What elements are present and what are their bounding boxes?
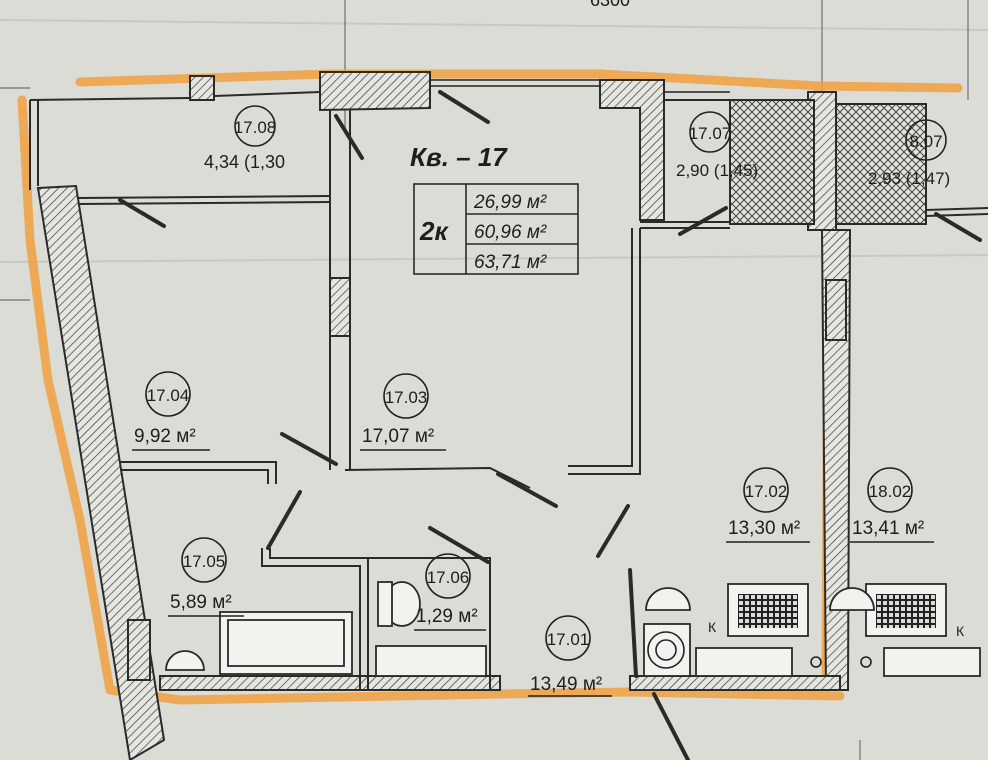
svg-text:17.04: 17.04 bbox=[147, 386, 190, 405]
sink-icon bbox=[165, 650, 205, 671]
room-17-07: 17.07 2,90 (1,45) bbox=[676, 111, 758, 180]
svg-text:1,29 м²: 1,29 м² bbox=[416, 606, 478, 627]
burner-grid-18-icon bbox=[876, 594, 936, 628]
svg-text:2,90 (1,45): 2,90 (1,45) bbox=[676, 161, 758, 180]
walls bbox=[36, 71, 852, 760]
kitchen-sink-18-icon bbox=[829, 587, 875, 611]
svg-text:8.07: 8.07 bbox=[909, 132, 942, 151]
svg-text:2,93 (1,47): 2,93 (1,47) bbox=[868, 169, 950, 188]
svg-text:4,34 (1,30: 4,34 (1,30 bbox=[204, 152, 285, 172]
windows bbox=[430, 79, 730, 93]
apartment-type: 2к bbox=[419, 216, 449, 246]
svg-text:17.03: 17.03 bbox=[385, 388, 428, 407]
room-17-04: 17.04 9,92 м² bbox=[132, 371, 210, 451]
total-area: 60,96 м² bbox=[474, 222, 547, 243]
svg-text:17.06: 17.06 bbox=[427, 568, 470, 587]
vent-shaft-18 bbox=[835, 103, 927, 225]
room-8-07: 8.07 2,93 (1,47) bbox=[868, 119, 950, 188]
kitchen-mark-17: К bbox=[708, 619, 717, 635]
svg-text:17.02: 17.02 bbox=[745, 482, 788, 501]
top-dimension: 6300 bbox=[590, 0, 630, 10]
svg-text:13,49 м²: 13,49 м² bbox=[530, 674, 602, 695]
living-area: 26,99 м² bbox=[473, 192, 547, 213]
doors bbox=[118, 90, 982, 760]
room-17-06: 17.06 1,29 м² bbox=[414, 553, 486, 631]
total-area-with-balcony: 63,71 м² bbox=[474, 252, 547, 273]
counter-18-icon bbox=[883, 647, 981, 677]
svg-text:9,92 м²: 9,92 м² bbox=[134, 426, 196, 447]
apartment-info: Кв. – 17 2к 26,99 м² 60,96 м² 63,71 м² bbox=[410, 142, 579, 275]
room-17-08: 17.08 4,34 (1,30 bbox=[204, 105, 285, 172]
kitchen-mark-18: К bbox=[956, 623, 965, 639]
svg-text:13,30 м²: 13,30 м² bbox=[728, 518, 800, 539]
room-18-02: 18.02 13,41 м² bbox=[850, 467, 934, 543]
room-17-05: 17.05 5,89 м² bbox=[168, 537, 244, 617]
partitions bbox=[29, 91, 988, 690]
svg-text:17.05: 17.05 bbox=[183, 552, 226, 571]
svg-text:17.01: 17.01 bbox=[547, 630, 590, 649]
svg-text:17.08: 17.08 bbox=[234, 118, 277, 137]
svg-text:18.02: 18.02 bbox=[869, 482, 912, 501]
vent-shaft-17 bbox=[729, 99, 815, 225]
room-17-01: 17.01 13,49 м² bbox=[528, 615, 612, 697]
svg-text:5,89 м²: 5,89 м² bbox=[170, 592, 232, 613]
room-17-02: 17.02 13,30 м² bbox=[726, 467, 810, 543]
apartment-title: Кв. – 17 bbox=[410, 142, 508, 172]
burner-grid-17-icon bbox=[738, 594, 798, 628]
fixtures bbox=[165, 581, 981, 677]
washbasin-icon bbox=[375, 645, 487, 677]
svg-text:17,07 м²: 17,07 м² bbox=[362, 426, 434, 447]
room-17-03: 17.03 17,07 м² bbox=[360, 373, 446, 451]
counter-17-icon bbox=[695, 647, 793, 677]
svg-text:17.07: 17.07 bbox=[689, 124, 732, 143]
svg-text:13,41 м²: 13,41 м² bbox=[852, 518, 924, 539]
kitchen-sink-17-icon bbox=[645, 587, 691, 611]
